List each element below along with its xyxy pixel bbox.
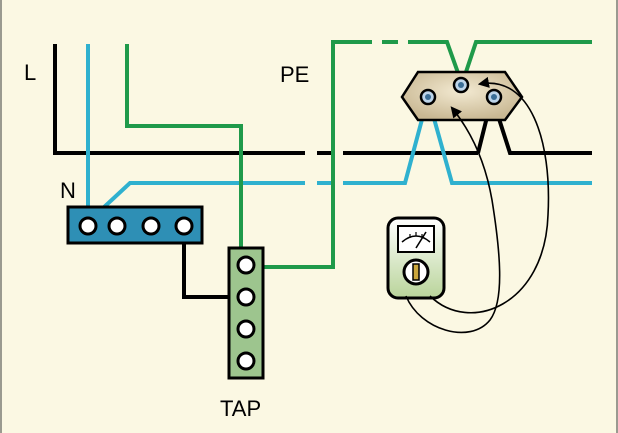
tap-terminal [236, 351, 256, 371]
test-leads [405, 76, 550, 334]
socket-icon [400, 70, 524, 122]
tap-terminal [236, 287, 256, 307]
neutral-terminal [78, 216, 98, 236]
tap-terminal [236, 255, 256, 275]
label-pe: PE [280, 62, 309, 87]
neutral-terminal [174, 216, 194, 236]
neutral-bar [66, 205, 204, 245]
tap-block [227, 246, 265, 380]
label-line: L [24, 60, 36, 85]
pe-wire [125, 40, 592, 269]
line-wire [53, 44, 592, 155]
neutral-terminal [107, 216, 127, 236]
analog-meter-icon [386, 216, 446, 300]
label-tap: TAP [220, 396, 261, 421]
tap-terminal [236, 319, 256, 339]
bar-to-tap-wire [182, 228, 241, 299]
neutral-terminal [141, 216, 161, 236]
label-neutral: N [60, 178, 76, 203]
